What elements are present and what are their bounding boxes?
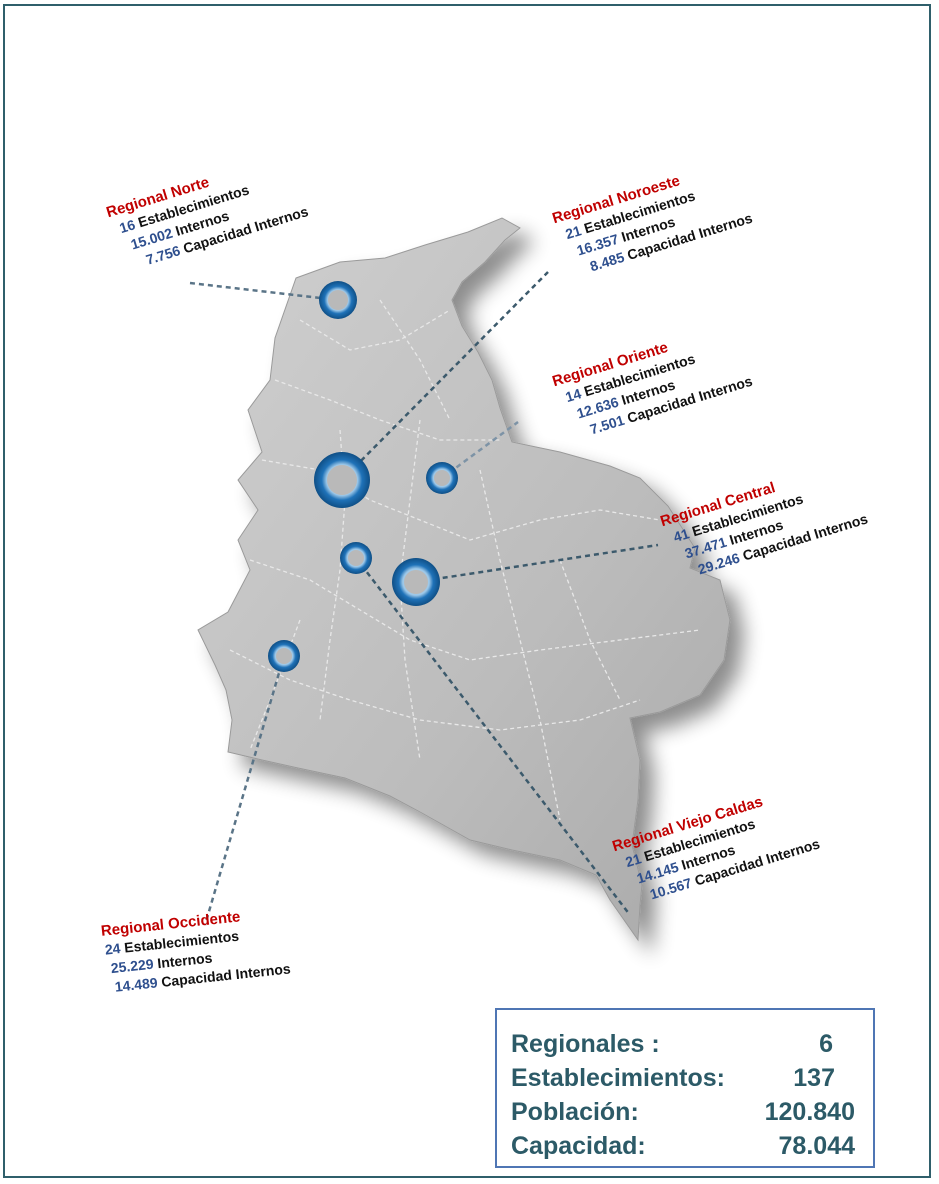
- connector-noroeste: [341, 271, 549, 481]
- capacidad-value: 14.489: [114, 974, 159, 995]
- establecimientos-value: 41: [671, 525, 692, 546]
- summary-row-capacidad: Capacidad: 78.044: [511, 1129, 855, 1163]
- marker-oriente: [426, 462, 458, 494]
- summary-row-poblacion: Población: 120.840: [511, 1095, 855, 1129]
- establecimientos-value: 21: [623, 850, 644, 871]
- connector-norte: [189, 281, 339, 302]
- establecimientos-value: 14: [563, 385, 584, 406]
- establecimientos-total-label: Establecimientos:: [511, 1064, 725, 1092]
- marker-occidente: [268, 640, 300, 672]
- marker-central: [392, 558, 440, 606]
- connector-oriente: [441, 420, 519, 480]
- summary-row-establecimientos: Establecimientos: 137: [511, 1061, 855, 1095]
- establecimientos-value: 21: [563, 222, 584, 243]
- regionales-value: 6: [819, 1030, 833, 1058]
- region-markers: [268, 281, 458, 672]
- connector-central: [415, 543, 659, 584]
- marker-viejo-caldas: [340, 542, 372, 574]
- connector-viejo-caldas: [355, 557, 631, 916]
- marker-noroeste: [314, 452, 370, 508]
- marker-norte: [319, 281, 357, 319]
- connector-lines: [189, 271, 659, 926]
- internos-value: 25.229: [110, 955, 155, 977]
- poblacion-label: Población:: [511, 1098, 639, 1126]
- colombia-country-shape: [197, 217, 731, 942]
- capacidad-total-value: 78.044: [778, 1132, 855, 1160]
- summary-row-regionales: Regionales : 6: [511, 1027, 855, 1061]
- poblacion-value: 120.840: [764, 1098, 855, 1126]
- summary-box: Regionales : 6 Establecimientos: 137 Pob…: [495, 1008, 875, 1168]
- establecimientos-value: 24: [104, 940, 122, 958]
- capacidad-total-label: Capacidad:: [511, 1132, 646, 1160]
- establecimientos-value: 16: [117, 216, 138, 237]
- regionales-label: Regionales :: [511, 1030, 660, 1058]
- establecimientos-total-value: 137: [793, 1064, 835, 1092]
- connector-occidente: [203, 655, 286, 926]
